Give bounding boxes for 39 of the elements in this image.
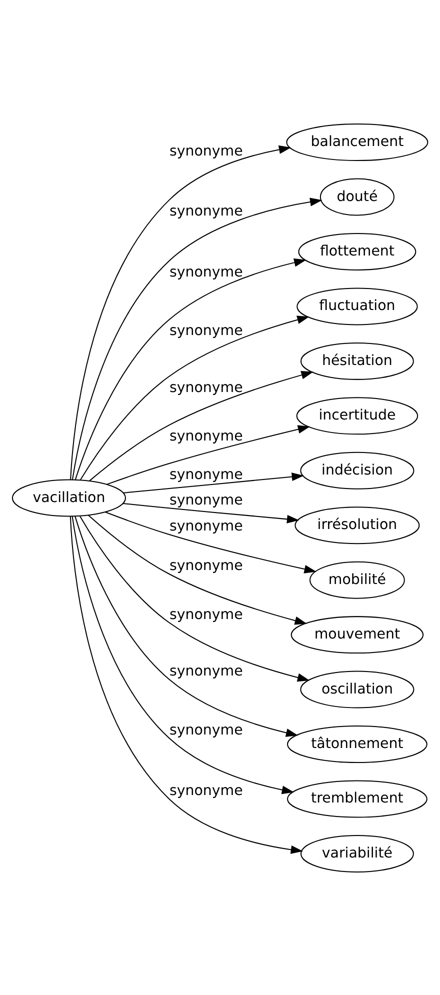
arrow: [88, 514, 307, 624]
arrow: [72, 197, 322, 480]
arrow: [123, 472, 304, 493]
arrow: [74, 258, 306, 480]
arrow: [106, 424, 310, 484]
node-ellipse: irrésolution: [294, 506, 420, 544]
node-ellipse: balancement: [286, 123, 428, 161]
edge-label: synonyme: [170, 492, 243, 508]
arrow: [70, 144, 292, 480]
edge-label: synonyme: [170, 264, 243, 280]
edge-label: synonyme: [170, 558, 243, 574]
node-ellipse: mobilité: [309, 560, 405, 598]
arrow: [74, 516, 298, 736]
arrow: [80, 315, 310, 480]
edge-label: synonyme: [170, 379, 243, 396]
arrow: [122, 502, 300, 523]
edge-label: synonyme: [170, 143, 243, 160]
arrow: [89, 370, 314, 481]
arrow: [80, 516, 310, 682]
edge-label: synonyme: [170, 663, 243, 680]
edge-label: synonyme: [170, 322, 243, 339]
edge-label: synonyme: [170, 428, 243, 444]
node-ellipse: flottement: [298, 232, 416, 270]
node-ellipse: vacillation: [12, 478, 126, 516]
node-ellipse: tremblement: [286, 780, 428, 818]
arrow: [105, 511, 316, 573]
arrow: [72, 516, 294, 794]
arrow: [70, 516, 304, 854]
node-ellipse: douté: [320, 178, 394, 216]
node-ellipse: variabilité: [300, 834, 414, 872]
edge-label: synonyme: [170, 606, 243, 622]
edge-label: synonyme: [170, 202, 243, 219]
edge-label: synonyme: [170, 518, 243, 534]
node-ellipse: oscillation: [300, 670, 414, 708]
node-ellipse: tâtonnement: [286, 725, 428, 762]
edge-label: synonyme: [170, 722, 243, 738]
edge-label: synonyme: [170, 466, 243, 482]
node-ellipse: indécision: [300, 451, 414, 489]
edge-label: synonyme: [170, 782, 243, 799]
